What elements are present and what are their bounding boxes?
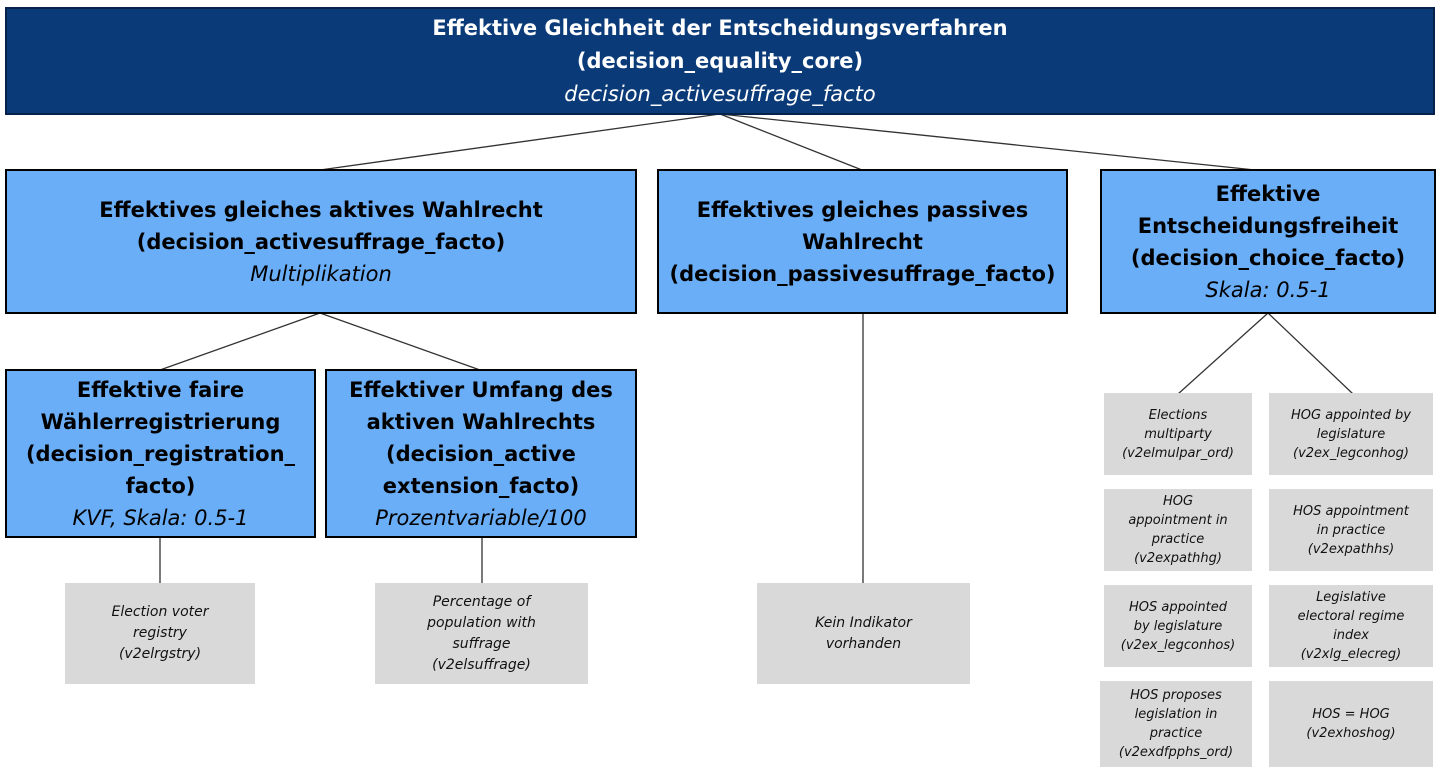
node-registration-title: Effektive faire Wählerregistrierung (dec… bbox=[25, 377, 296, 498]
connector-root-choice bbox=[719, 113, 1256, 171]
root-subtitle: decision_activesuffrage_facto bbox=[564, 81, 876, 106]
node-extension: Effektiver Umfang des aktiven Wahlrechts… bbox=[325, 369, 637, 538]
indicator-choice-7: HOS proposes legislation in practice (v2… bbox=[1100, 681, 1252, 767]
indicator-passive-none-text: Kein Indikator vorhanden bbox=[815, 614, 912, 652]
node-decision-choice-title: Effektive Entscheidungsfreiheit (decisio… bbox=[1130, 181, 1406, 270]
indicator-choice-1-text: Elections multiparty (v2elmulpar_ord) bbox=[1122, 407, 1234, 461]
indicator-registration: Election voter registry (v2elrgstry) bbox=[65, 583, 255, 684]
connector-choice-indicator-left bbox=[1177, 312, 1269, 395]
indicator-choice-6-text: Legislative electoral regime index (v2xl… bbox=[1297, 590, 1405, 662]
indicator-choice-5: HOS appointed by legislature (v2ex_legco… bbox=[1104, 585, 1252, 667]
indicator-choice-6: Legislative electoral regime index (v2xl… bbox=[1269, 585, 1433, 667]
indicator-choice-8: HOS = HOG (v2exhoshog) bbox=[1269, 681, 1433, 767]
node-active-suffrage: Effektives gleiches aktives Wahlrecht (d… bbox=[5, 169, 637, 314]
connector-activesuffrage-extension bbox=[319, 312, 481, 371]
connector-activesuffrage-registration bbox=[159, 312, 321, 371]
root-node: Effektive Gleichheit der Entscheidungsve… bbox=[5, 7, 1435, 115]
node-decision-choice-subtitle: Skala: 0.5-1 bbox=[1205, 277, 1331, 302]
connector-root-activesuffrage bbox=[319, 113, 721, 171]
indicator-extension-text: Percentage of population with suffrage (… bbox=[427, 593, 536, 673]
indicator-choice-2-text: HOG appointed by legislature (v2ex_legco… bbox=[1291, 407, 1411, 461]
root-title: Effektive Gleichheit der Entscheidungsve… bbox=[432, 15, 1008, 73]
node-registration-subtitle: KVF, Skala: 0.5-1 bbox=[72, 505, 249, 530]
node-decision-choice: Effektive Entscheidungsfreiheit (decisio… bbox=[1100, 169, 1436, 314]
indicator-choice-4: HOS appointment in practice (v2expathhs) bbox=[1269, 489, 1433, 571]
node-active-suffrage-title: Effektives gleiches aktives Wahlrecht (d… bbox=[99, 197, 543, 254]
indicator-choice-3: HOG appointment in practice (v2expathhg) bbox=[1104, 489, 1252, 571]
indicator-choice-7-text: HOS proposes legislation in practice (v2… bbox=[1118, 688, 1234, 760]
node-active-suffrage-subtitle: Multiplikation bbox=[250, 261, 392, 286]
indicator-choice-2: HOG appointed by legislature (v2ex_legco… bbox=[1269, 393, 1433, 475]
indicator-registration-text: Election voter registry (v2elrgstry) bbox=[111, 604, 209, 662]
connector-choice-indicator-right bbox=[1267, 312, 1354, 395]
indicator-choice-5-text: HOS appointed by legislature (v2ex_legco… bbox=[1120, 599, 1236, 653]
node-registration: Effektive faire Wählerregistrierung (dec… bbox=[5, 369, 316, 538]
node-extension-subtitle: Prozentvariable/100 bbox=[375, 505, 587, 530]
indicator-choice-3-text: HOG appointment in practice (v2expathhg) bbox=[1128, 494, 1228, 566]
connector-root-passivesuffrage bbox=[719, 113, 863, 171]
node-passive-suffrage-title: Effektives gleiches passives Wahlrecht (… bbox=[669, 197, 1056, 286]
node-passive-suffrage: Effektives gleiches passives Wahlrecht (… bbox=[657, 169, 1068, 314]
indicator-choice-1: Elections multiparty (v2elmulpar_ord) bbox=[1104, 393, 1252, 475]
indicator-extension: Percentage of population with suffrage (… bbox=[375, 583, 588, 684]
indicator-choice-8-text: HOS = HOG (v2exhoshog) bbox=[1306, 707, 1396, 741]
indicator-choice-4-text: HOS appointment in practice (v2expathhs) bbox=[1293, 503, 1409, 557]
indicator-passive-none: Kein Indikator vorhanden bbox=[757, 583, 970, 684]
node-extension-title: Effektiver Umfang des aktiven Wahlrechts… bbox=[349, 377, 613, 498]
